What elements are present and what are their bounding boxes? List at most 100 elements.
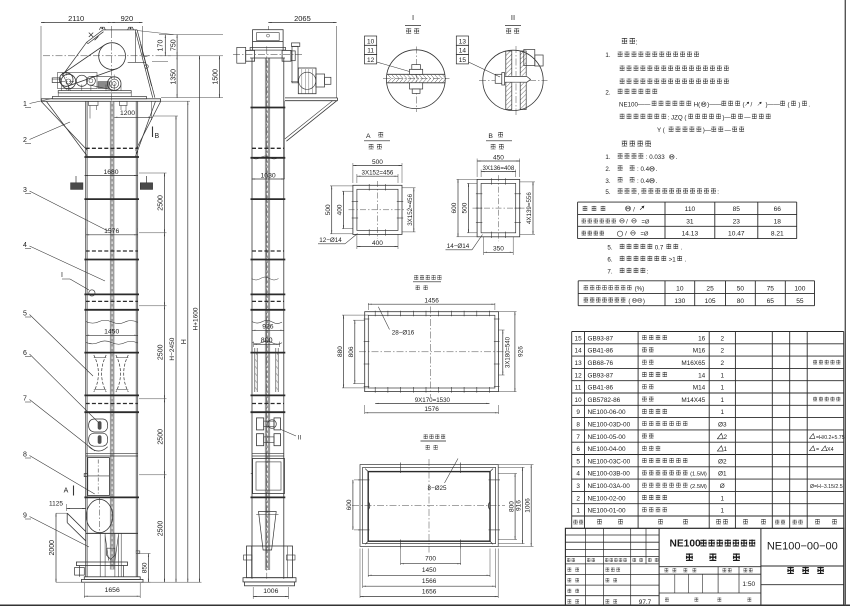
svg-text:1: 1 [23,101,27,108]
svg-text:0.7: 0.7 [655,245,664,252]
svg-text:NE100-03B-00: NE100-03B-00 [588,471,631,478]
svg-text:NE100-03D-00: NE100-03D-00 [588,422,631,429]
svg-text:1656: 1656 [422,588,437,595]
svg-text:1576: 1576 [104,228,119,235]
svg-text:,: , [638,189,640,196]
svg-text:1: 1 [721,397,725,404]
svg-text:2.: 2. [605,166,610,173]
svg-text:50: 50 [737,286,745,293]
svg-text:GB41-86: GB41-86 [588,348,614,355]
svg-text:5.: 5. [607,245,612,252]
svg-text:): ) [798,101,800,108]
svg-text:M14X45: M14X45 [681,397,705,404]
svg-text:=H/0.2+5.75: =H/0.2+5.75 [816,435,845,441]
svg-text:916: 916 [516,500,523,511]
svg-text:66: 66 [774,206,782,213]
svg-text:1: 1 [721,508,725,515]
svg-text:6.: 6. [607,257,612,264]
svg-text:: 0.4: : 0.4 [637,166,650,173]
svg-text:NE100-02-00: NE100-02-00 [588,495,626,502]
svg-text:H+1600: H+1600 [193,307,200,330]
svg-text:2: 2 [23,137,27,144]
svg-text:II: II [298,436,302,442]
svg-text:7.: 7. [607,269,612,276]
svg-text:—: — [725,127,732,134]
svg-text:/: / [626,220,628,226]
svg-text:(%): (%) [635,286,645,293]
svg-text:14: 14 [575,348,583,355]
svg-text:14.13: 14.13 [682,230,699,237]
svg-text:3: 3 [576,483,580,490]
svg-text:(: ( [742,101,745,108]
svg-text:500: 500 [372,159,383,166]
svg-text:1.: 1. [605,154,610,161]
svg-text:3X152=456: 3X152=456 [407,193,414,225]
svg-text:1680: 1680 [103,169,118,176]
svg-text:850: 850 [142,562,149,573]
svg-text:85: 85 [733,206,741,213]
svg-text:5: 5 [576,458,580,465]
svg-text:: JZQ (: : JZQ ( [668,114,688,121]
svg-text:1450: 1450 [422,567,437,574]
svg-text:M16X65: M16X65 [681,360,705,367]
svg-text:1200: 1200 [120,110,135,117]
svg-text:6: 6 [23,350,27,357]
svg-text:2: 2 [721,348,725,355]
svg-text:100: 100 [794,286,805,293]
svg-text:800: 800 [508,501,515,512]
svg-text:Ø3: Ø3 [718,422,727,429]
svg-text:110: 110 [685,206,696,213]
svg-text:I: I [61,272,63,279]
svg-text:10: 10 [575,397,583,404]
svg-text:Ø1: Ø1 [718,471,727,478]
svg-text:)—: )— [722,114,731,121]
svg-text:Y (: Y ( [657,127,666,134]
svg-text:8: 8 [576,422,580,429]
svg-text:NE100−00−00: NE100−00−00 [767,541,838,553]
svg-text:12: 12 [575,372,583,379]
svg-text:2065: 2065 [294,14,311,23]
svg-text:880: 880 [337,346,344,357]
svg-text:14: 14 [698,372,706,379]
svg-text:700: 700 [425,556,436,563]
svg-text:1: 1 [721,409,725,416]
svg-text:18: 18 [774,218,782,225]
svg-text:(1.5M): (1.5M) [690,472,707,478]
svg-text:NE100——: NE100—— [619,101,651,108]
svg-text:4: 4 [23,242,27,249]
svg-text:500: 500 [325,204,332,215]
svg-text:.: . [685,257,687,264]
svg-text:11: 11 [367,48,374,55]
svg-text:1566: 1566 [422,578,437,585]
svg-text:5: 5 [23,311,27,318]
svg-text:1006: 1006 [263,588,278,595]
svg-text:2500: 2500 [158,344,165,360]
svg-text:: 0.033: : 0.033 [646,154,665,161]
svg-text:1350: 1350 [170,69,177,85]
svg-text:1: 1 [721,372,725,379]
svg-text:/: / [750,101,752,108]
svg-text:75: 75 [767,286,775,293]
svg-text:23: 23 [733,218,741,225]
svg-text:2110: 2110 [68,14,84,23]
svg-text:GB93-87: GB93-87 [588,372,614,379]
svg-text:14: 14 [459,48,467,55]
svg-text:1: 1 [576,508,580,515]
svg-text:13: 13 [459,38,467,45]
svg-text:2: 2 [576,495,580,502]
svg-text:GB93-87: GB93-87 [588,335,614,342]
svg-text:65: 65 [767,298,775,305]
svg-text:31: 31 [686,218,694,225]
svg-text::: : [650,142,652,149]
svg-text:GB5782-86: GB5782-86 [588,397,621,404]
svg-text:2500: 2500 [158,429,165,445]
svg-text:)——: )—— [765,101,780,108]
svg-text:.: . [676,154,678,161]
svg-text:3X180=540: 3X180=540 [506,336,512,368]
svg-text:2: 2 [724,434,728,441]
svg-text:.: . [808,101,810,108]
svg-text:80: 80 [737,298,745,305]
svg-text:3: 3 [23,187,27,194]
svg-text:(: ( [628,298,631,305]
svg-text:4X139=556: 4X139=556 [526,192,533,224]
